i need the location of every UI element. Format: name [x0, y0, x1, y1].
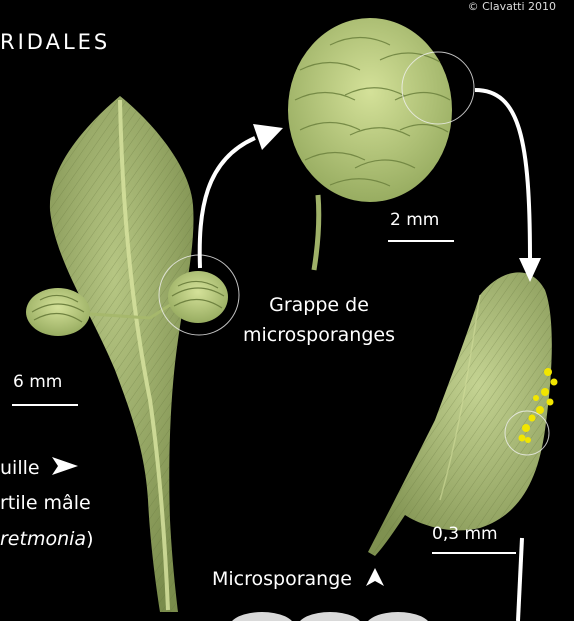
scale-label-sporangium: 0,3 mm — [432, 524, 498, 544]
cluster-label-line1: Grappe de — [214, 290, 424, 320]
cluster-body — [288, 18, 452, 202]
copyright-credit: © Clavatti 2010 — [468, 0, 556, 13]
leaf-label-line2: rtile mâle — [0, 488, 91, 518]
microsporange-label-text: Microsporange — [212, 568, 352, 590]
leaf-label-genus: retmonia — [0, 528, 86, 550]
scale-label-leaf: 6 mm — [13, 372, 62, 392]
arrow-head-right-icon — [50, 455, 80, 477]
cluster-stalk — [314, 195, 319, 270]
cluster-label: Grappe de microsporanges — [214, 290, 424, 350]
leaf-label-line1-text: uille — [0, 457, 40, 479]
scale-bar-sporangium — [432, 552, 516, 554]
scale-bar-leaf — [12, 404, 78, 406]
cluster-label-line2: microsporanges — [214, 320, 424, 350]
order-title: RIDALES — [0, 30, 110, 54]
next-stage-shapes — [230, 612, 430, 621]
microsporange-cluster — [288, 18, 474, 270]
leaf-label-line1: uille — [0, 452, 76, 483]
microsporange-label: Microsporange — [212, 563, 380, 594]
leaf-label-paren: ) — [86, 528, 93, 550]
arrow-head-up-icon — [364, 566, 386, 588]
leaf-label-line3: retmonia) — [0, 524, 93, 554]
arrow-head-right-icon — [253, 124, 283, 150]
scale-bar-cluster — [388, 240, 454, 242]
arrow-line-bottom — [518, 538, 522, 621]
scale-label-cluster: 2 mm — [390, 210, 439, 230]
curved-arrow-icon — [200, 124, 283, 268]
curved-arrow-icon — [475, 90, 541, 282]
